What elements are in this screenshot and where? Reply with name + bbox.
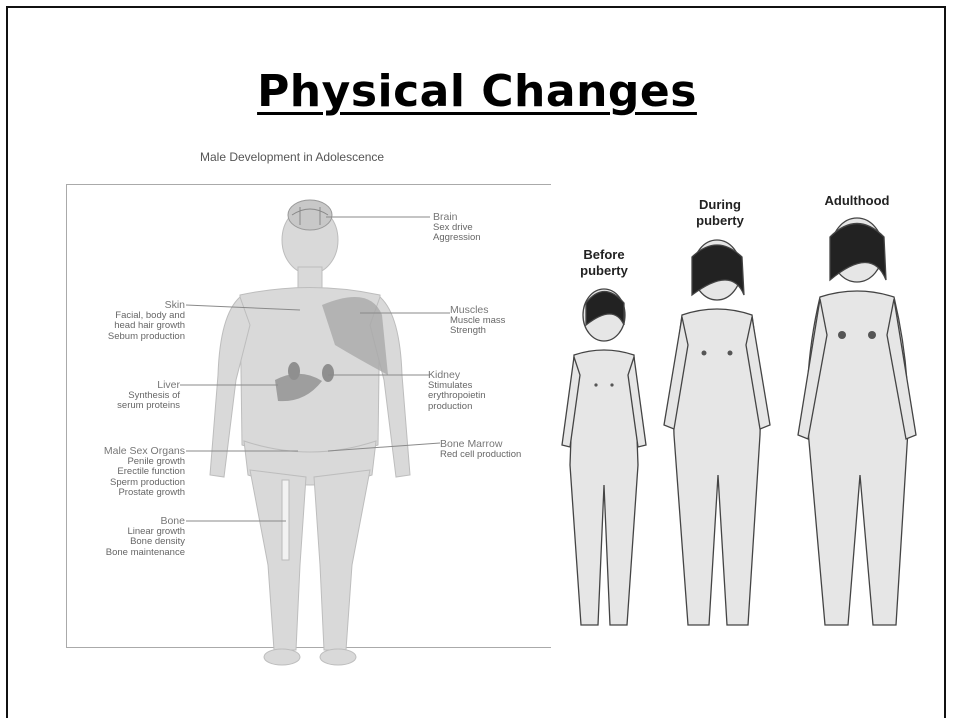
label-liver: Liver Synthesis of serum proteins: [70, 380, 180, 412]
female-development-figure: Before puberty During puberty Adulthood: [552, 185, 932, 645]
label-brain-head: Brain: [433, 212, 481, 223]
stage-label-before-puberty: Before puberty: [568, 247, 640, 279]
stage-label-adulthood: Adulthood: [812, 193, 902, 209]
label-male-sex-organs-line: Erectile function: [70, 467, 185, 478]
label-bone-marrow-head: Bone Marrow: [440, 439, 521, 450]
stage-label-line: puberty: [568, 263, 640, 279]
label-brain-line: Aggression: [433, 233, 481, 244]
label-skin-line: Sebum production: [70, 332, 185, 343]
stage-label-line: Adulthood: [812, 193, 902, 209]
label-liver-line: serum proteins: [70, 401, 180, 412]
label-skin-line: head hair growth: [70, 321, 185, 332]
label-kidney-line: production: [428, 402, 486, 413]
slide-title: Physical Changes: [0, 66, 954, 117]
label-male-sex-organs: Male Sex Organs Penile growth Erectile f…: [70, 446, 185, 499]
label-male-sex-organs-head: Male Sex Organs: [70, 446, 185, 457]
label-bone-line: Bone density: [70, 537, 185, 548]
stage-label-line: puberty: [682, 213, 758, 229]
label-male-sex-organs-line: Prostate growth: [70, 488, 185, 499]
label-bone-line: Bone maintenance: [70, 548, 185, 559]
label-kidney: Kidney Stimulates erythropoietin product…: [428, 370, 486, 412]
label-skin-head: Skin: [70, 300, 185, 311]
label-bone-marrow-line: Red cell production: [440, 450, 521, 461]
label-muscles: Muscles Muscle mass Strength: [450, 305, 505, 337]
label-liver-head: Liver: [70, 380, 180, 391]
label-skin: Skin Facial, body and head hair growth S…: [70, 300, 185, 342]
stage-label-line: Before: [568, 247, 640, 263]
label-muscles-line: Strength: [450, 326, 505, 337]
stage-label-during-puberty: During puberty: [682, 197, 758, 229]
label-kidney-head: Kidney: [428, 370, 486, 381]
label-muscles-head: Muscles: [450, 305, 505, 316]
label-kidney-line: erythropoietin: [428, 391, 486, 402]
label-bone-marrow: Bone Marrow Red cell production: [440, 439, 521, 460]
label-bone-head: Bone: [70, 516, 185, 527]
stage-label-line: During: [682, 197, 758, 213]
label-brain: Brain Sex drive Aggression: [433, 212, 481, 244]
label-bone: Bone Linear growth Bone density Bone mai…: [70, 516, 185, 558]
